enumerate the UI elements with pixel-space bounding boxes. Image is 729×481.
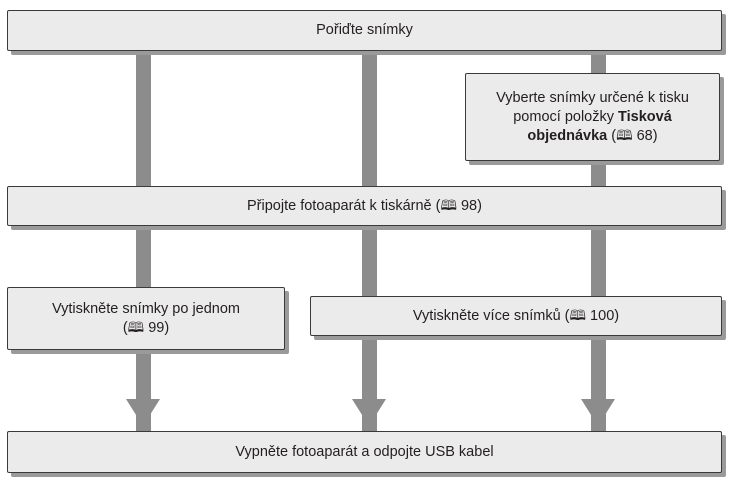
open-book-icon: 🕮: [569, 307, 587, 324]
open-book-icon: 🕮: [440, 197, 457, 214]
step-connect-camera-text: Připojte fotoaparát k tiskárně (🕮 98): [247, 197, 482, 216]
step-print-individually-label: Vytiskněte snímky po jednom: [51, 300, 241, 317]
connector-bar-left: [136, 50, 151, 450]
ref-open-paren: (: [122, 319, 128, 336]
step-take-pictures: Pořiďte snímky: [7, 10, 722, 51]
page-reference: 99): [144, 319, 170, 336]
open-book-icon: 🕮: [127, 319, 145, 336]
page-reference: 100): [586, 307, 620, 324]
arrowhead-right: [581, 399, 615, 426]
print-order-menu-name-part1: Tisková: [618, 108, 672, 125]
step-print-individually: Vytiskněte snímky po jednom (🕮 99): [7, 287, 285, 350]
step-connect-camera: Připojte fotoaparát k tiskárně (🕮 98): [7, 186, 722, 226]
print-order-menu-name-part2: objednávka: [527, 127, 608, 144]
page-reference: 68): [632, 127, 658, 144]
step-print-multiple-text: Vytiskněte více snímků (🕮 100): [413, 307, 619, 326]
step-print-multiple: Vytiskněte více snímků (🕮 100): [310, 296, 722, 336]
step-select-line1: Vyberte snímky určené k tisku: [496, 89, 689, 106]
arrowhead-middle: [352, 399, 386, 426]
step-select-line2: pomocí položky: [513, 108, 619, 125]
step-take-pictures-label: Pořiďte snímky: [316, 22, 413, 38]
page-reference: 98): [456, 197, 482, 214]
step-print-multiple-label: Vytiskněte více snímků (: [412, 307, 570, 324]
connector-bar-middle: [362, 50, 377, 450]
step-connect-camera-label: Připojte fotoaparát k tiskárně (: [247, 197, 441, 214]
step-select-print-order-text: Vyberte snímky určené k tisku pomocí pol…: [496, 89, 689, 146]
step-turn-off-disconnect: Vypněte fotoaparát a odpojte USB kabel: [7, 431, 722, 473]
step-print-individually-text: Vytiskněte snímky po jednom (🕮 99): [52, 300, 240, 338]
step-select-print-order: Vyberte snímky určené k tisku pomocí pol…: [465, 73, 720, 161]
ref-open-paren: (: [607, 127, 617, 144]
arrowhead-left: [126, 399, 160, 426]
step-turn-off-disconnect-label: Vypněte fotoaparát a odpojte USB kabel: [235, 443, 494, 460]
open-book-icon: 🕮: [616, 127, 633, 144]
